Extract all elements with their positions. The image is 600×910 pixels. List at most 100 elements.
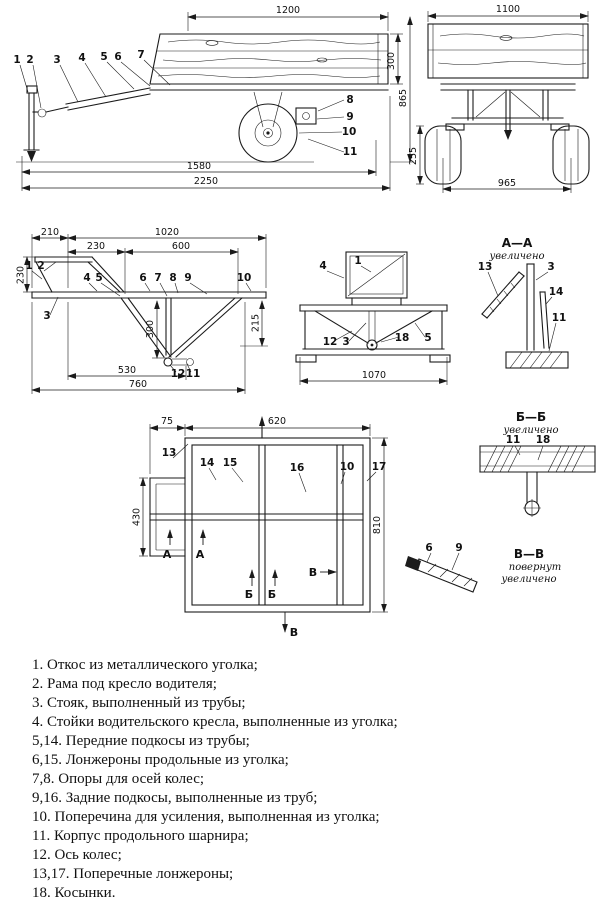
parts-list-item-10: 11. Корпус продольного шарнира; (32, 828, 249, 844)
callout-9: 9 (184, 272, 191, 284)
dim-75: 75 (161, 416, 173, 427)
callout-18: 18 (536, 434, 551, 446)
wood-knot (205, 40, 219, 46)
callout-1: 1 (13, 54, 20, 66)
callout-14: 14 (549, 286, 564, 298)
hitch-shaft-tip (504, 130, 512, 140)
seat-frame (345, 251, 408, 299)
parts-list: 1. Откос из металлического уголка; 2. Ра… (0, 648, 600, 903)
section-vv-title: В—В (514, 547, 544, 561)
callout-4: 4 (83, 272, 90, 284)
callout-2: 2 (37, 260, 44, 272)
section-aa-view: А—А увеличено 13 (478, 236, 569, 369)
dim-215: 215 (251, 314, 262, 332)
callout-7: 7 (154, 272, 161, 284)
callout-12: 12 (323, 336, 338, 348)
callout-10: 10 (342, 126, 357, 138)
callout-12: 12 (171, 368, 186, 380)
callout-7: 7 (137, 49, 144, 61)
parts-list-item-2: 2. Рама под кресло водителя; (32, 676, 217, 692)
dim-300: 300 (145, 320, 156, 338)
callout-3: 3 (342, 336, 349, 348)
dim-2250: 2250 (194, 176, 218, 187)
hitch-assembly (23, 85, 69, 162)
parts-list-item-13: 18. Косынки. (32, 885, 116, 901)
callout-8: 8 (346, 94, 353, 106)
callout-17: 17 (372, 461, 387, 473)
callout-11: 11 (186, 368, 201, 380)
dim-600: 600 (172, 241, 190, 252)
dim-1100: 1100 (496, 4, 520, 15)
section-marker-b: Б (245, 588, 253, 601)
callout-9: 9 (346, 111, 353, 123)
frame-outline (184, 437, 371, 613)
section-marker-a: А (196, 548, 205, 561)
callout-3: 3 (43, 310, 50, 322)
dim-1580: 1580 (187, 161, 211, 172)
section-marker-b: Б (268, 588, 276, 601)
frame-top-view: А А Б Б В В 75 620 430 810 (132, 416, 388, 639)
dim-430: 430 (132, 508, 143, 526)
dim-230-left: 230 (16, 266, 27, 284)
section-marker-a: А (163, 548, 172, 561)
parts-list-item-6: 6,15. Лонжероны продольные из уголка; (32, 752, 289, 768)
parts-list-item-11: 12. Ось колес; (32, 847, 122, 863)
dim-810: 810 (372, 516, 383, 534)
callout-1: 1 (25, 260, 32, 272)
frame-front-view: 1070 4 1 12 3 18 5 (295, 251, 451, 385)
hinge-joint (366, 339, 378, 351)
callout-16: 16 (290, 462, 305, 474)
callout-4: 4 (319, 260, 326, 272)
frame-side-view: 210 1020 230 600 230 300 215 530 760 (16, 227, 268, 394)
dim-210: 210 (41, 227, 59, 238)
callout-15: 15 (223, 457, 238, 469)
dim-760: 760 (129, 379, 147, 390)
callout-5: 5 (95, 272, 102, 284)
section-bb-note: увеличено (502, 425, 558, 436)
wood-knot (316, 57, 328, 63)
side-view: 1200 300 865 1580 2250 (13, 5, 413, 191)
dim-530: 530 (118, 365, 136, 376)
section-vv-view: 6 9 В—В повернут увеличено (405, 542, 561, 593)
callout-13: 13 (478, 261, 493, 273)
pivot-pin (259, 416, 265, 426)
callout-11: 11 (343, 146, 358, 158)
section-marker-v: В (309, 566, 317, 579)
parts-list-item-8: 9,16. Задние подкосы, выполненные из тру… (32, 790, 318, 806)
wood-knot (499, 35, 513, 41)
section-vv-note-rotated: повернут (509, 562, 561, 573)
rear-view: 1100 255 965 (408, 4, 590, 193)
dim-1200: 1200 (276, 5, 300, 16)
wheel (238, 91, 298, 163)
bracket-foot (405, 556, 421, 571)
parts-list-item-5: 5,14. Передние подкосы из трубы; (32, 733, 250, 749)
dim-1020: 1020 (155, 227, 179, 238)
trailer-body-rear (427, 23, 589, 79)
callout-6: 6 (114, 51, 121, 63)
section-bb-title: Б—Б (516, 410, 546, 424)
dim-620: 620 (268, 416, 286, 427)
hinge-body-section (505, 351, 569, 369)
dim-965: 965 (498, 178, 516, 189)
dim-865: 865 (398, 89, 409, 107)
hinge-housing (295, 107, 317, 125)
callout-1: 1 (354, 255, 361, 267)
section-bb-view: Б—Б увеличено 11 18 (479, 410, 596, 517)
callout-3: 3 (53, 54, 60, 66)
parts-list-item-1: 1. Откос из металлического уголка; (32, 657, 258, 673)
callout-10: 10 (237, 272, 252, 284)
dim-230-top: 230 (87, 241, 105, 252)
dim-1070: 1070 (362, 370, 386, 381)
section-vv-note-enlarged: увеличено (500, 574, 556, 585)
parts-list-item-9: 10. Поперечина для усиления, выполненная… (32, 809, 380, 825)
parts-list-item-3: 3. Стояк, выполненный из трубы; (32, 695, 246, 711)
trailer-body-side (149, 33, 389, 85)
callout-6: 6 (139, 272, 146, 284)
section-marker-v: В (290, 626, 298, 639)
dim-255: 255 (408, 147, 419, 165)
callout-3: 3 (547, 261, 554, 273)
technical-drawing-canvas: 1200 300 865 1580 2250 (13, 4, 596, 639)
callout-2: 2 (26, 54, 33, 66)
parts-list-item-7: 7,8. Опоры для осей колес; (32, 771, 205, 787)
